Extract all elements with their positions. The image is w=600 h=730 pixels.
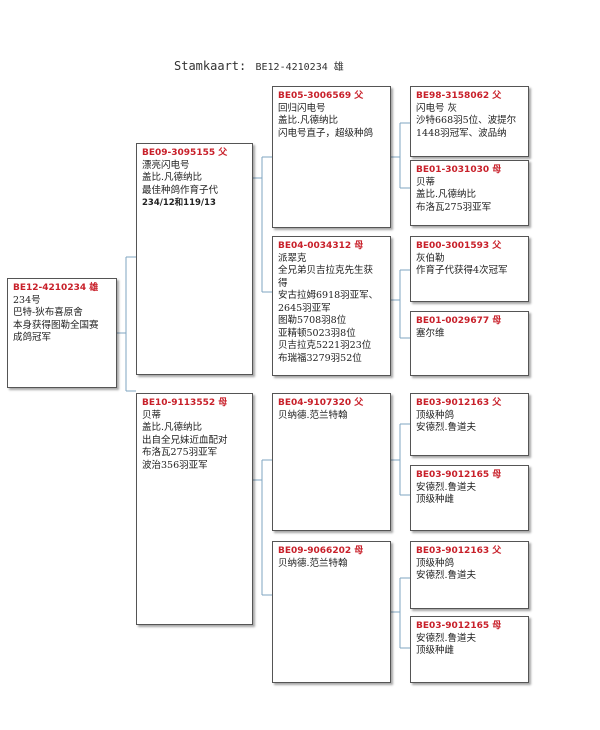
pigeon-card-dam-dam: BE09-9066202 母 贝纳德.范兰特翰 [272,541,391,683]
info-line: 漂亮闪电号 [142,159,190,171]
info-line: 盖比.凡德纳比 [278,115,339,126]
title-label: Stamkaart: [174,59,247,73]
ring-number: BE03-9012165 母 [416,470,502,480]
pigeon-card-dam-sire: BE04-9107320 父 贝纳德.范兰特翰 [272,393,391,531]
info-line: 安德烈.鲁道夫 [416,570,477,581]
pigeon-card-sire-sire-dam: BE01-3031030 母 贝蒂 盖比.凡德纳比 布洛瓦275羽亚军 [410,160,529,226]
info-line: 234号 [13,294,41,306]
info-line: 贝纳德.范兰特翰 [278,557,348,569]
info-line: 顶级种鸽 [416,557,455,569]
info-line: 最佳种鸽作育子代 [142,184,219,196]
pigeon-card-sire: BE09-3095155 父 漂亮闪电号 盖比.凡德纳比 最佳种鸽作育子代 23… [136,143,253,375]
info-line: 巴特-狄布喜原舍 [13,307,83,318]
ring-number: BE98-3158062 父 [416,91,502,101]
ring-number: BE04-0034312 母 [278,241,364,251]
info-line: 安德烈.鲁道夫 [416,422,477,433]
ring-number: BE03-9012165 母 [416,621,502,631]
info-line: 顶级种雌 [416,645,455,656]
page-title: Stamkaart: BE12-4210234 雄 [174,58,344,73]
info-line: 得 [278,277,288,289]
connector-sd [391,269,410,339]
info-line: 安古拉姆6918羽亚军、 [278,290,379,301]
info-line: 顶级种鸽 [416,409,455,421]
ring-number: BE12-4210234 雄 [13,283,99,293]
ring-number: BE09-3095155 父 [142,148,228,158]
info-line: 安德烈.鲁道夫 [416,632,477,644]
ring-number: BE09-9066202 母 [278,546,364,556]
info-line: 沙特668羽5位、波提尔 [416,115,517,126]
ring-number: BE03-9012163 父 [416,398,502,408]
info-line: 贝蒂 [416,176,436,188]
pigeon-card-dam-sire-sire: BE03-9012163 父 顶级种鸽 安德烈.鲁道夫 [410,393,529,456]
info-line: 布洛瓦275羽亚军 [142,447,218,458]
pigeon-card-root: BE12-4210234 雄 234号 巴特-狄布喜原舍 本身获得图勒全国赛 成… [7,278,117,388]
pigeon-card-dam: BE10-9113552 母 贝蒂 盖比.凡德纳比 出自全兄妹近血配对 布洛瓦2… [136,393,253,625]
info-line: 布洛瓦275羽亚军 [416,201,492,213]
title-ring-number: BE12-4210234 雄 [255,62,344,73]
pigeon-card-dam-dam-sire: BE03-9012163 父 顶级种鸽 安德烈.鲁道夫 [410,541,529,609]
info-line: 贝吉拉克5221羽23位 [278,340,372,351]
info-line: 本身获得图勒全国赛 [13,319,99,331]
info-line: 亚精顿5023羽8位 [278,327,356,339]
info-line: 作育子代获得4次冠军 [416,265,508,276]
ring-number: BE10-9113552 母 [142,398,228,408]
info-line: 布瑞福3279羽52位 [278,352,362,364]
ring-number: BE00-3001593 父 [416,241,502,251]
info-line: 图勒5708羽8位 [278,315,347,326]
pigeon-card-dam-dam-dam: BE03-9012165 母 安德烈.鲁道夫 顶级种雌 [410,616,529,683]
pigeon-card-sire-dam-sire: BE00-3001593 父 灰伯勒 作育子代获得4次冠军 [410,236,529,302]
info-line: 闪电号 灰 [416,102,458,114]
info-line: 出自全兄妹近血配对 [142,434,228,446]
connector-dam [253,459,272,596]
info-line: 灰伯勒 [416,252,445,264]
info-line: 安德烈.鲁道夫 [416,481,477,493]
info-line: 贝蒂 [142,409,162,421]
ring-number: BE05-3006569 父 [278,91,364,101]
connector-sire [253,156,272,293]
info-line: 234/12和119/13 [142,198,216,208]
connector-ds [391,423,410,496]
ring-number: BE01-0029677 母 [416,316,502,326]
connector-root [117,256,136,392]
info-line: 成鸽冠军 [13,332,52,343]
info-line: 盖比.凡德纳比 [142,172,203,183]
info-line: 派翠克 [278,252,307,264]
pigeon-card-sire-sire-sire: BE98-3158062 父 闪电号 灰 沙特668羽5位、波提尔 1448羽冠… [410,86,529,157]
info-line: 塞尔维 [416,327,445,339]
pigeon-card-sire-sire: BE05-3006569 父 回归闪电号 盖比.凡德纳比 闪电号直子，超级种鸽 [272,86,391,228]
pigeon-card-sire-dam-dam: BE01-0029677 母 塞尔维 [410,311,529,376]
info-line: 全兄弟贝吉拉克先生获 [278,265,374,276]
pigeon-card-dam-sire-dam: BE03-9012165 母 安德烈.鲁道夫 顶级种雌 [410,465,529,531]
info-line: 1448羽冠军、波品纳 [416,127,507,139]
info-line: 盖比.凡德纳比 [142,422,203,433]
info-line: 回归闪电号 [278,102,326,114]
info-line: 盖比.凡德纳比 [416,189,477,200]
info-line: 2645羽亚军 [278,302,331,314]
ring-number: BE01-3031030 母 [416,165,502,175]
pigeon-card-sire-dam: BE04-0034312 母 派翠克 全兄弟贝吉拉克先生获 得 安古拉姆6918… [272,236,391,376]
ring-number: BE04-9107320 父 [278,398,364,408]
info-line: 闪电号直子，超级种鸽 [278,127,374,139]
ring-number: BE03-9012163 父 [416,546,502,556]
connector-dd [391,577,410,649]
connector-ss [391,122,410,189]
info-line: 贝纳德.范兰特翰 [278,409,348,421]
info-line: 顶级种雌 [416,494,455,505]
info-line: 波治356羽亚军 [142,459,208,471]
